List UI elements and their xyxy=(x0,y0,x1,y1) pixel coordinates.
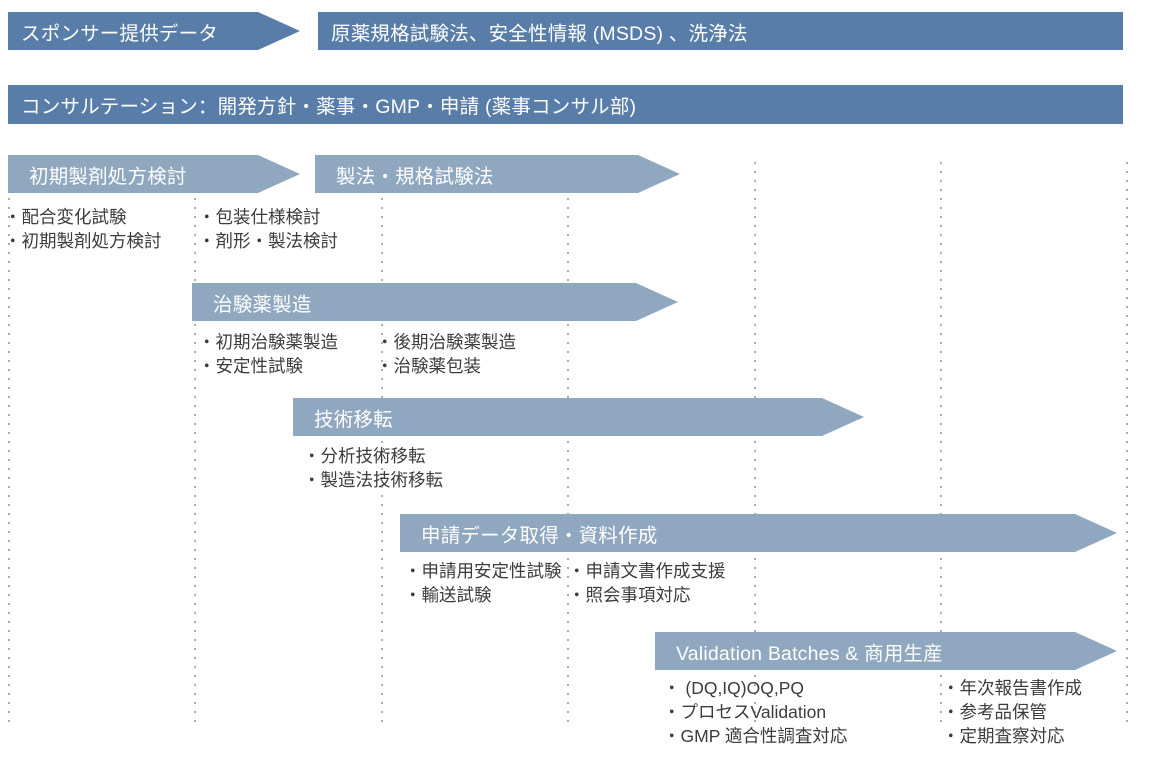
arrow-process-spec-method-label: 製法・規格試験法 xyxy=(336,165,494,188)
phase-divider-line xyxy=(567,162,569,722)
bullet-item: ・GMP 適合性調査対応 xyxy=(663,726,848,746)
bullet-item: ・初期製剤処方検討 xyxy=(4,231,162,251)
phase-divider-line xyxy=(1126,162,1128,722)
arrow-tech-transfer: 技術移転 xyxy=(293,398,864,436)
sponsor-data-bar-label: 原薬規格試験法、安全性情報 (MSDS) 、洗浄法 xyxy=(331,22,748,45)
bullets-ctm-col1: ・初期治験薬製造 ・安定性試験 xyxy=(198,330,338,378)
bullet-item: ・後期治験薬製造 xyxy=(376,332,516,352)
bullet-item: ・申請用安定性試験 xyxy=(404,561,562,581)
consultation-bar: コンサルテーション：開発方針・薬事・GMP・申請 (薬事コンサル部) xyxy=(8,85,1123,124)
bullets-initial-formulation-col1: ・配合変化試験 ・初期製剤処方検討 xyxy=(4,205,162,253)
arrow-tech-transfer-label: 技術移転 xyxy=(314,408,393,431)
bullets-ctm-col2: ・後期治験薬製造 ・治験薬包装 xyxy=(376,330,516,378)
bullets-submission-col1: ・申請用安定性試験 ・輸送試験 xyxy=(404,559,562,607)
bullet-item: ・輸送試験 xyxy=(404,585,492,605)
phase-divider-line xyxy=(381,162,383,722)
sponsor-data-arrow-label: スポンサー提供データ xyxy=(21,22,219,45)
bullet-item: ・治験薬包装 xyxy=(376,356,481,376)
bullets-validation-col2: ・年次報告書作成 ・参考品保管 ・定期査察対応 xyxy=(942,676,1082,748)
bullets-submission-col2: ・申請文書作成支援 ・照会事項対応 xyxy=(568,559,726,607)
bullet-item: ・分析技術移転 xyxy=(303,446,426,466)
phase-divider-line xyxy=(194,162,196,722)
arrow-process-spec-method: 製法・規格試験法 xyxy=(315,155,680,193)
bullet-item: ・製造法技術移転 xyxy=(303,470,443,490)
arrow-validation-commercial-label: Validation Batches & 商用生産 xyxy=(676,642,943,665)
bullet-item: ・照会事項対応 xyxy=(568,585,691,605)
arrow-submission-data: 申請データ取得・資料作成 xyxy=(400,514,1117,552)
sponsor-data-bar: 原薬規格試験法、安全性情報 (MSDS) 、洗浄法 xyxy=(318,12,1123,50)
bullet-item: ・剤形・製法検討 xyxy=(198,231,338,251)
bullet-item: ・プロセスValidation xyxy=(663,702,827,722)
bullets-validation-col1: ・ (DQ,IQ)OQ,PQ ・プロセスValidation ・GMP 適合性調… xyxy=(663,676,847,748)
phase-divider-line xyxy=(754,162,756,722)
bullet-item: ・安定性試験 xyxy=(198,356,303,376)
bullet-item: ・初期治験薬製造 xyxy=(198,332,338,352)
bullet-item: ・申請文書作成支援 xyxy=(568,561,726,581)
phase-divider-line xyxy=(8,162,10,722)
bullets-initial-formulation-col2: ・包装仕様検討 ・剤形・製法検討 xyxy=(198,205,338,253)
bullet-item: ・配合変化試験 xyxy=(4,207,127,227)
bullets-tech-transfer-col1: ・分析技術移転 ・製造法技術移転 xyxy=(303,444,443,492)
phase-divider-line xyxy=(940,162,942,722)
arrow-validation-commercial: Validation Batches & 商用生産 xyxy=(655,632,1117,670)
bullet-item: ・参考品保管 xyxy=(942,702,1047,722)
arrow-ctm-manufacturing-label: 治験薬製造 xyxy=(213,293,312,316)
bullet-item: ・年次報告書作成 xyxy=(942,678,1082,698)
arrow-submission-data-label: 申請データ取得・資料作成 xyxy=(421,524,658,547)
arrow-ctm-manufacturing: 治験薬製造 xyxy=(192,283,678,321)
bullet-item: ・ (DQ,IQ)OQ,PQ xyxy=(663,678,804,698)
bullet-item: ・包装仕様検討 xyxy=(198,207,321,227)
sponsor-data-arrow: スポンサー提供データ xyxy=(8,12,300,50)
arrow-initial-formulation-label: 初期製剤処方検討 xyxy=(29,165,187,188)
consultation-bar-label: コンサルテーション：開発方針・薬事・GMP・申請 (薬事コンサル部) xyxy=(21,96,637,118)
arrow-initial-formulation: 初期製剤処方検討 xyxy=(8,155,300,193)
bullet-item: ・定期査察対応 xyxy=(942,726,1065,746)
